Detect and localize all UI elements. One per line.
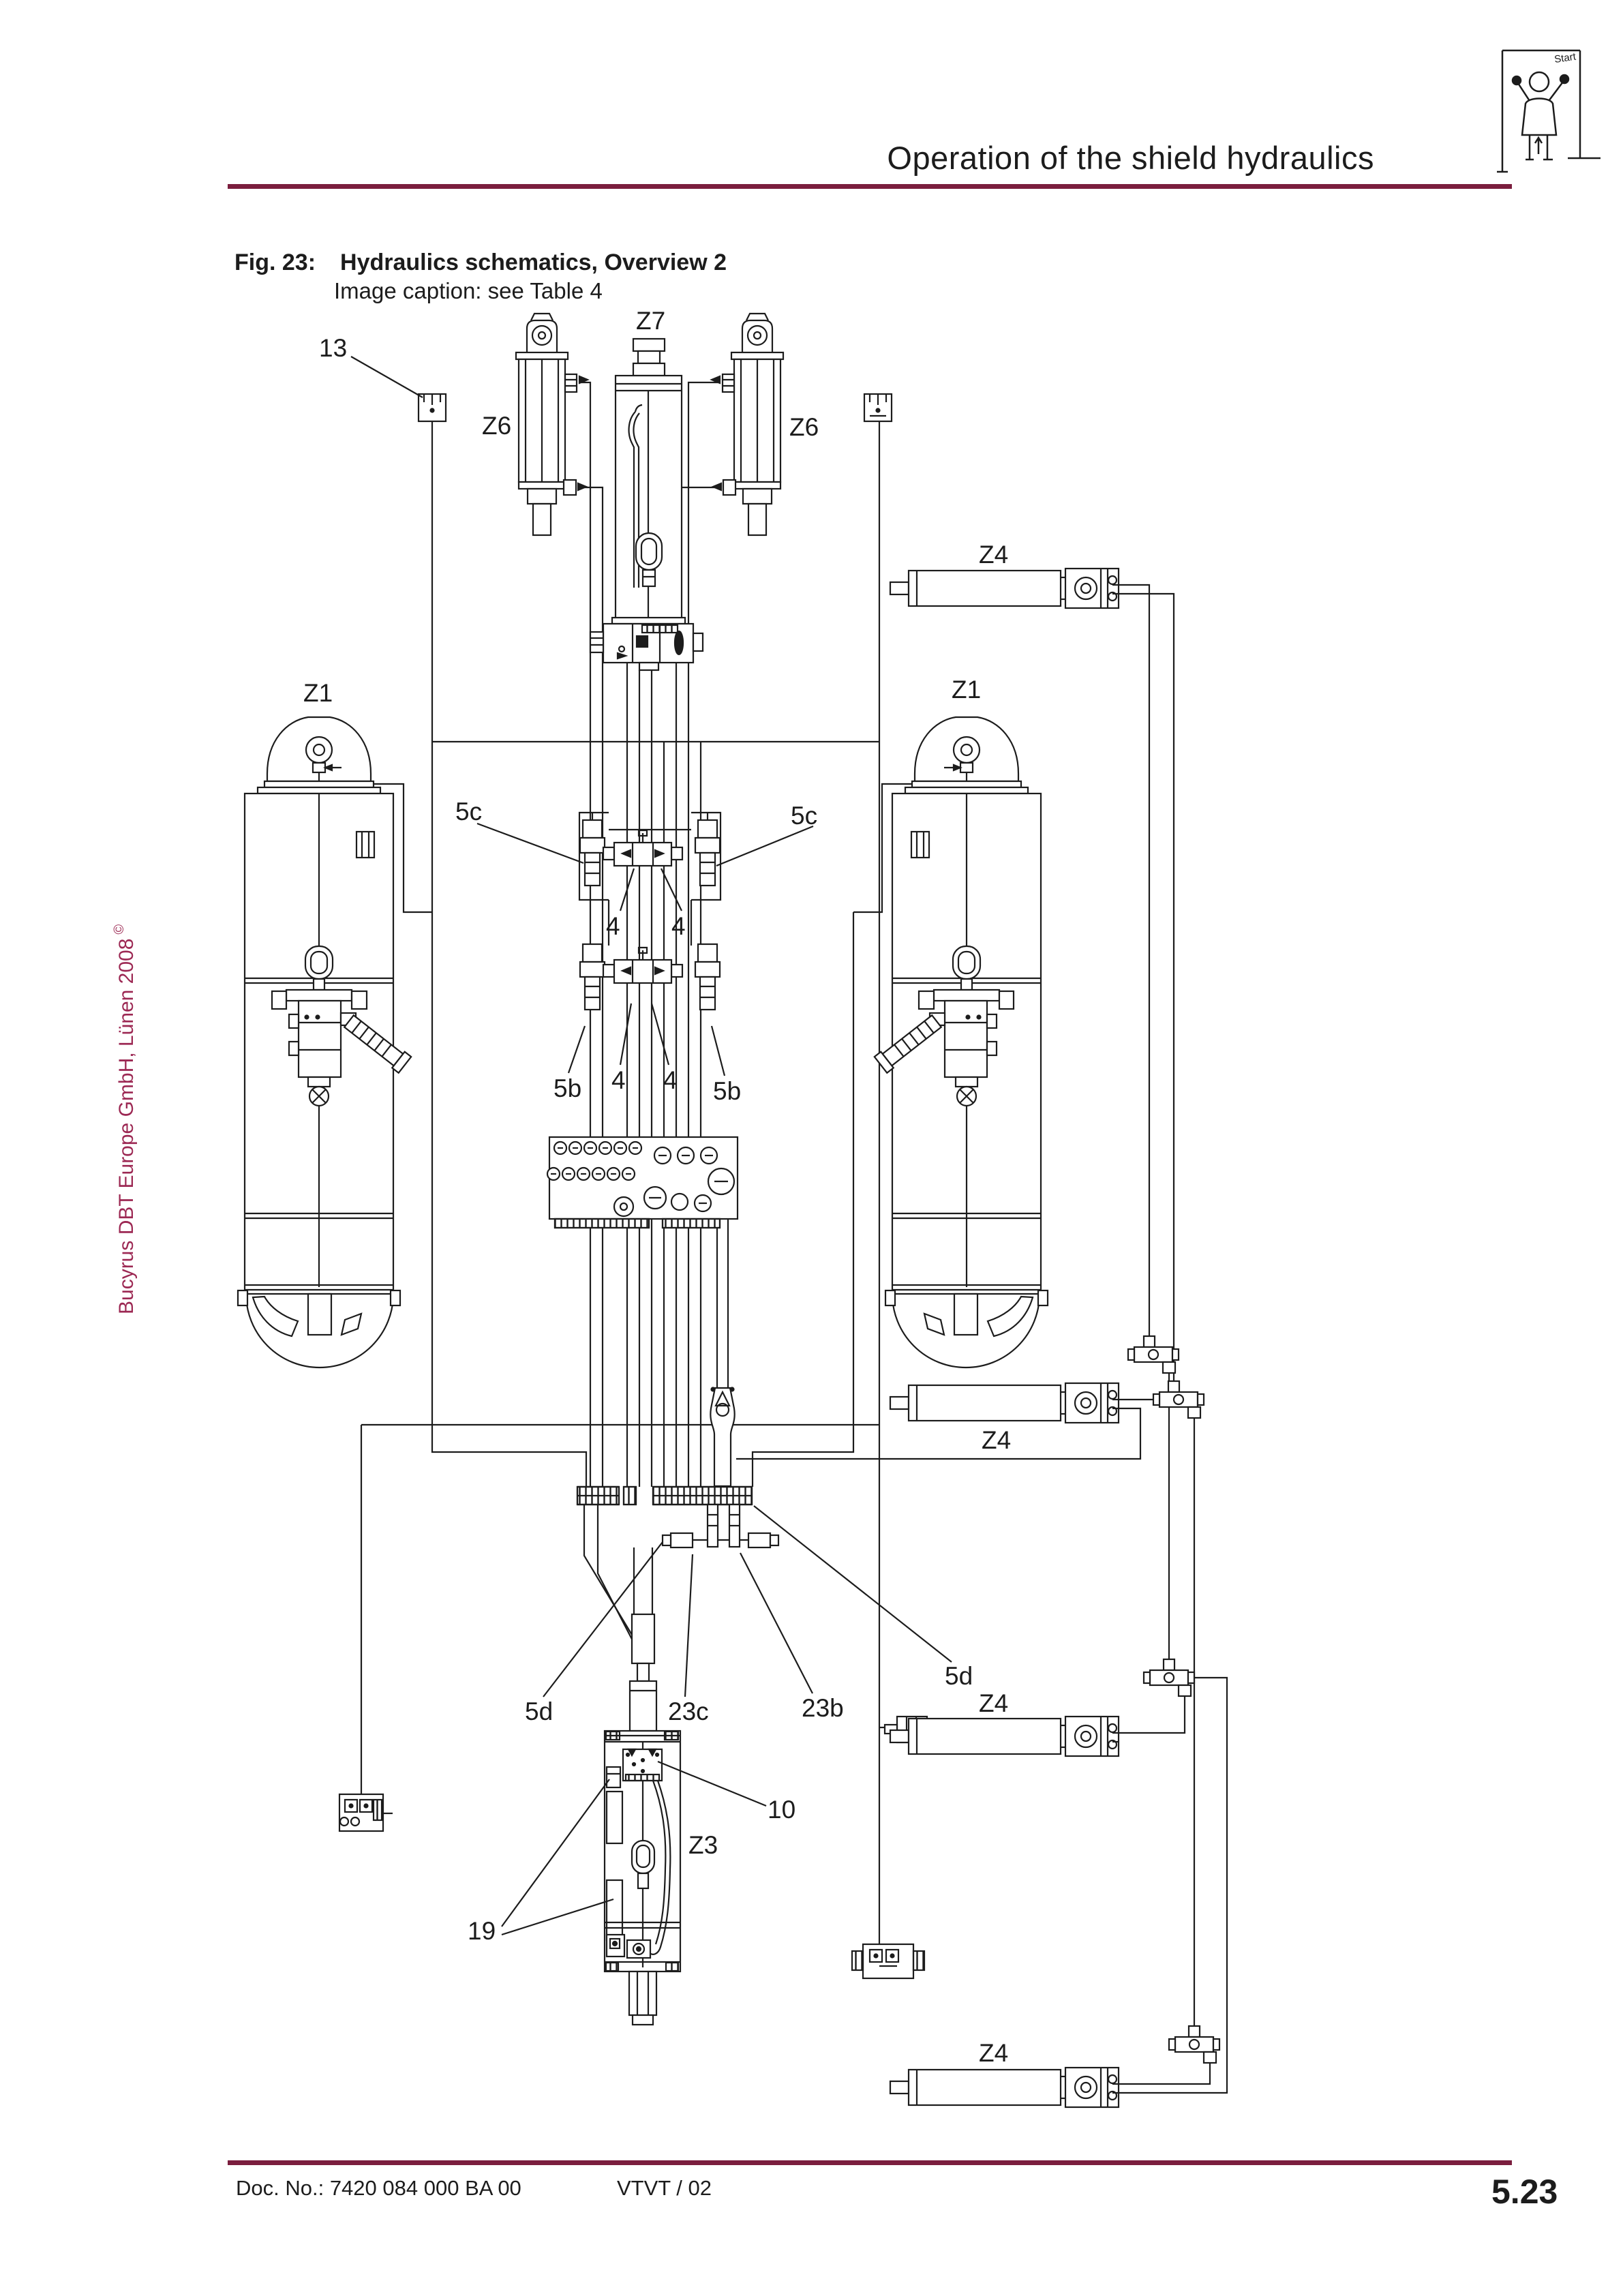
- label-z3: Z3: [688, 1831, 718, 1859]
- label-5b-left: 5b: [553, 1074, 582, 1102]
- valve-13-right: [863, 393, 893, 423]
- label-4-upper-left: 4: [606, 912, 620, 940]
- control-block: [546, 1136, 739, 1229]
- header-rule: [228, 184, 1512, 189]
- instructor-icon: Start: [1497, 49, 1601, 173]
- label-4-lower-right: 4: [663, 1066, 678, 1094]
- label-z4-3: Z4: [979, 1689, 1009, 1717]
- cylinder-z6-right: [710, 312, 785, 537]
- schematic-lines: Start: [237, 49, 1601, 2109]
- figure-caption-title: Hydraulics schematics, Overview 2: [340, 250, 727, 275]
- manifold-upper: [578, 811, 722, 901]
- cylinder-z7: [589, 337, 704, 671]
- figure-caption: Fig. 23: Hydraulics schematics, Overview …: [234, 250, 727, 276]
- label-z1-left: Z1: [303, 679, 333, 707]
- footer-rule: [228, 2160, 1512, 2165]
- cylinder-z6-left: [515, 312, 589, 537]
- cylinder-z4-2: [889, 1382, 1120, 1424]
- pilot-valve-bottom-right: [851, 1943, 926, 1980]
- label-10: 10: [768, 1796, 796, 1824]
- label-5d-right: 5d: [945, 1662, 973, 1690]
- label-19: 19: [468, 1917, 496, 1945]
- figure-caption-subtitle: Image caption: see Table 4: [334, 278, 603, 303]
- figure-caption-label: Fig. 23:: [234, 250, 316, 275]
- footer-version: VTVT / 02: [617, 2176, 712, 2200]
- leader-lines: [350, 356, 952, 1936]
- label-4-lower-left: 4: [611, 1066, 626, 1094]
- page-title: Operation of the shield hydraulics: [887, 140, 1374, 176]
- cylinder-z3: [603, 1613, 682, 2026]
- label-5b-right: 5b: [713, 1077, 742, 1105]
- footer-page-number: 5.23: [1491, 2173, 1558, 2211]
- manifold-lower: [579, 900, 721, 1011]
- label-z4-4: Z4: [979, 2039, 1009, 2067]
- label-z6-right: Z6: [789, 413, 819, 441]
- label-z4-1: Z4: [979, 541, 1009, 569]
- pipe-network: [360, 381, 1228, 2094]
- icon-start-label: Start: [1553, 51, 1577, 65]
- label-z4-2: Z4: [982, 1426, 1012, 1454]
- cylinder-z4-1: [889, 567, 1120, 609]
- label-z1-right: Z1: [952, 676, 982, 704]
- footer-doc-no: Doc. No.: 7420 084 000 BA 00: [236, 2176, 521, 2200]
- label-5c-right: 5c: [791, 802, 818, 830]
- label-4-upper-right: 4: [671, 912, 686, 940]
- label-5d-left: 5d: [525, 1697, 553, 1725]
- label-z6-left: Z6: [482, 412, 512, 440]
- label-23b: 23b: [802, 1694, 844, 1722]
- pilot-valve-bottom-left: [338, 1793, 393, 1832]
- cylinder-z1-left: [237, 716, 412, 1369]
- fittings-23: [661, 1503, 780, 1549]
- cylinder-z4-3: [889, 1715, 1120, 1757]
- label-5c-left: 5c: [455, 798, 483, 826]
- tee-fittings: [1127, 1335, 1221, 2064]
- funnel-symbol: [710, 1387, 735, 1487]
- cylinder-z1-right: [873, 716, 1049, 1369]
- label-23c: 23c: [668, 1697, 709, 1725]
- label-z7: Z7: [636, 307, 666, 335]
- label-13: 13: [319, 334, 348, 362]
- cylinder-z4-4: [889, 2066, 1120, 2109]
- terminal-strips: [576, 1485, 753, 1506]
- valve-13-left: [417, 393, 447, 423]
